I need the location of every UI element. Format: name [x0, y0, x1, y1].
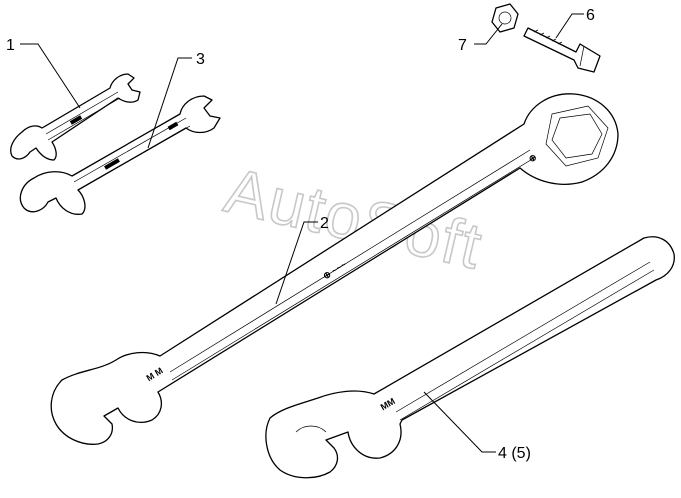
- svg-text:⊕: ⊕: [527, 152, 539, 164]
- callout-label-1: 1: [6, 37, 15, 54]
- callout-label-6: 6: [586, 7, 595, 24]
- leader-lines: [20, 13, 584, 453]
- wrench-part-3: [19, 95, 221, 215]
- callout-label-4: 4 (5): [498, 445, 531, 462]
- leader-line-3: [147, 57, 192, 149]
- callout-label-2: 2: [320, 215, 329, 232]
- callout-label-7: 7: [458, 37, 467, 54]
- leader-line-6: [555, 13, 584, 39]
- bolt-part-6: [523, 27, 601, 73]
- leader-line-2: [275, 221, 318, 305]
- wrench-part-1: [10, 73, 141, 161]
- leader-line-7: [474, 23, 503, 45]
- leader-line-1: [20, 43, 81, 109]
- wrench-part-2: M M ⊕ ~~~ ⊕: [50, 93, 619, 445]
- wrench-part-4: MM: [265, 236, 675, 479]
- leader-line-4: [423, 391, 496, 453]
- nut-part-7: [491, 3, 519, 33]
- callout-label-3: 3: [196, 51, 205, 68]
